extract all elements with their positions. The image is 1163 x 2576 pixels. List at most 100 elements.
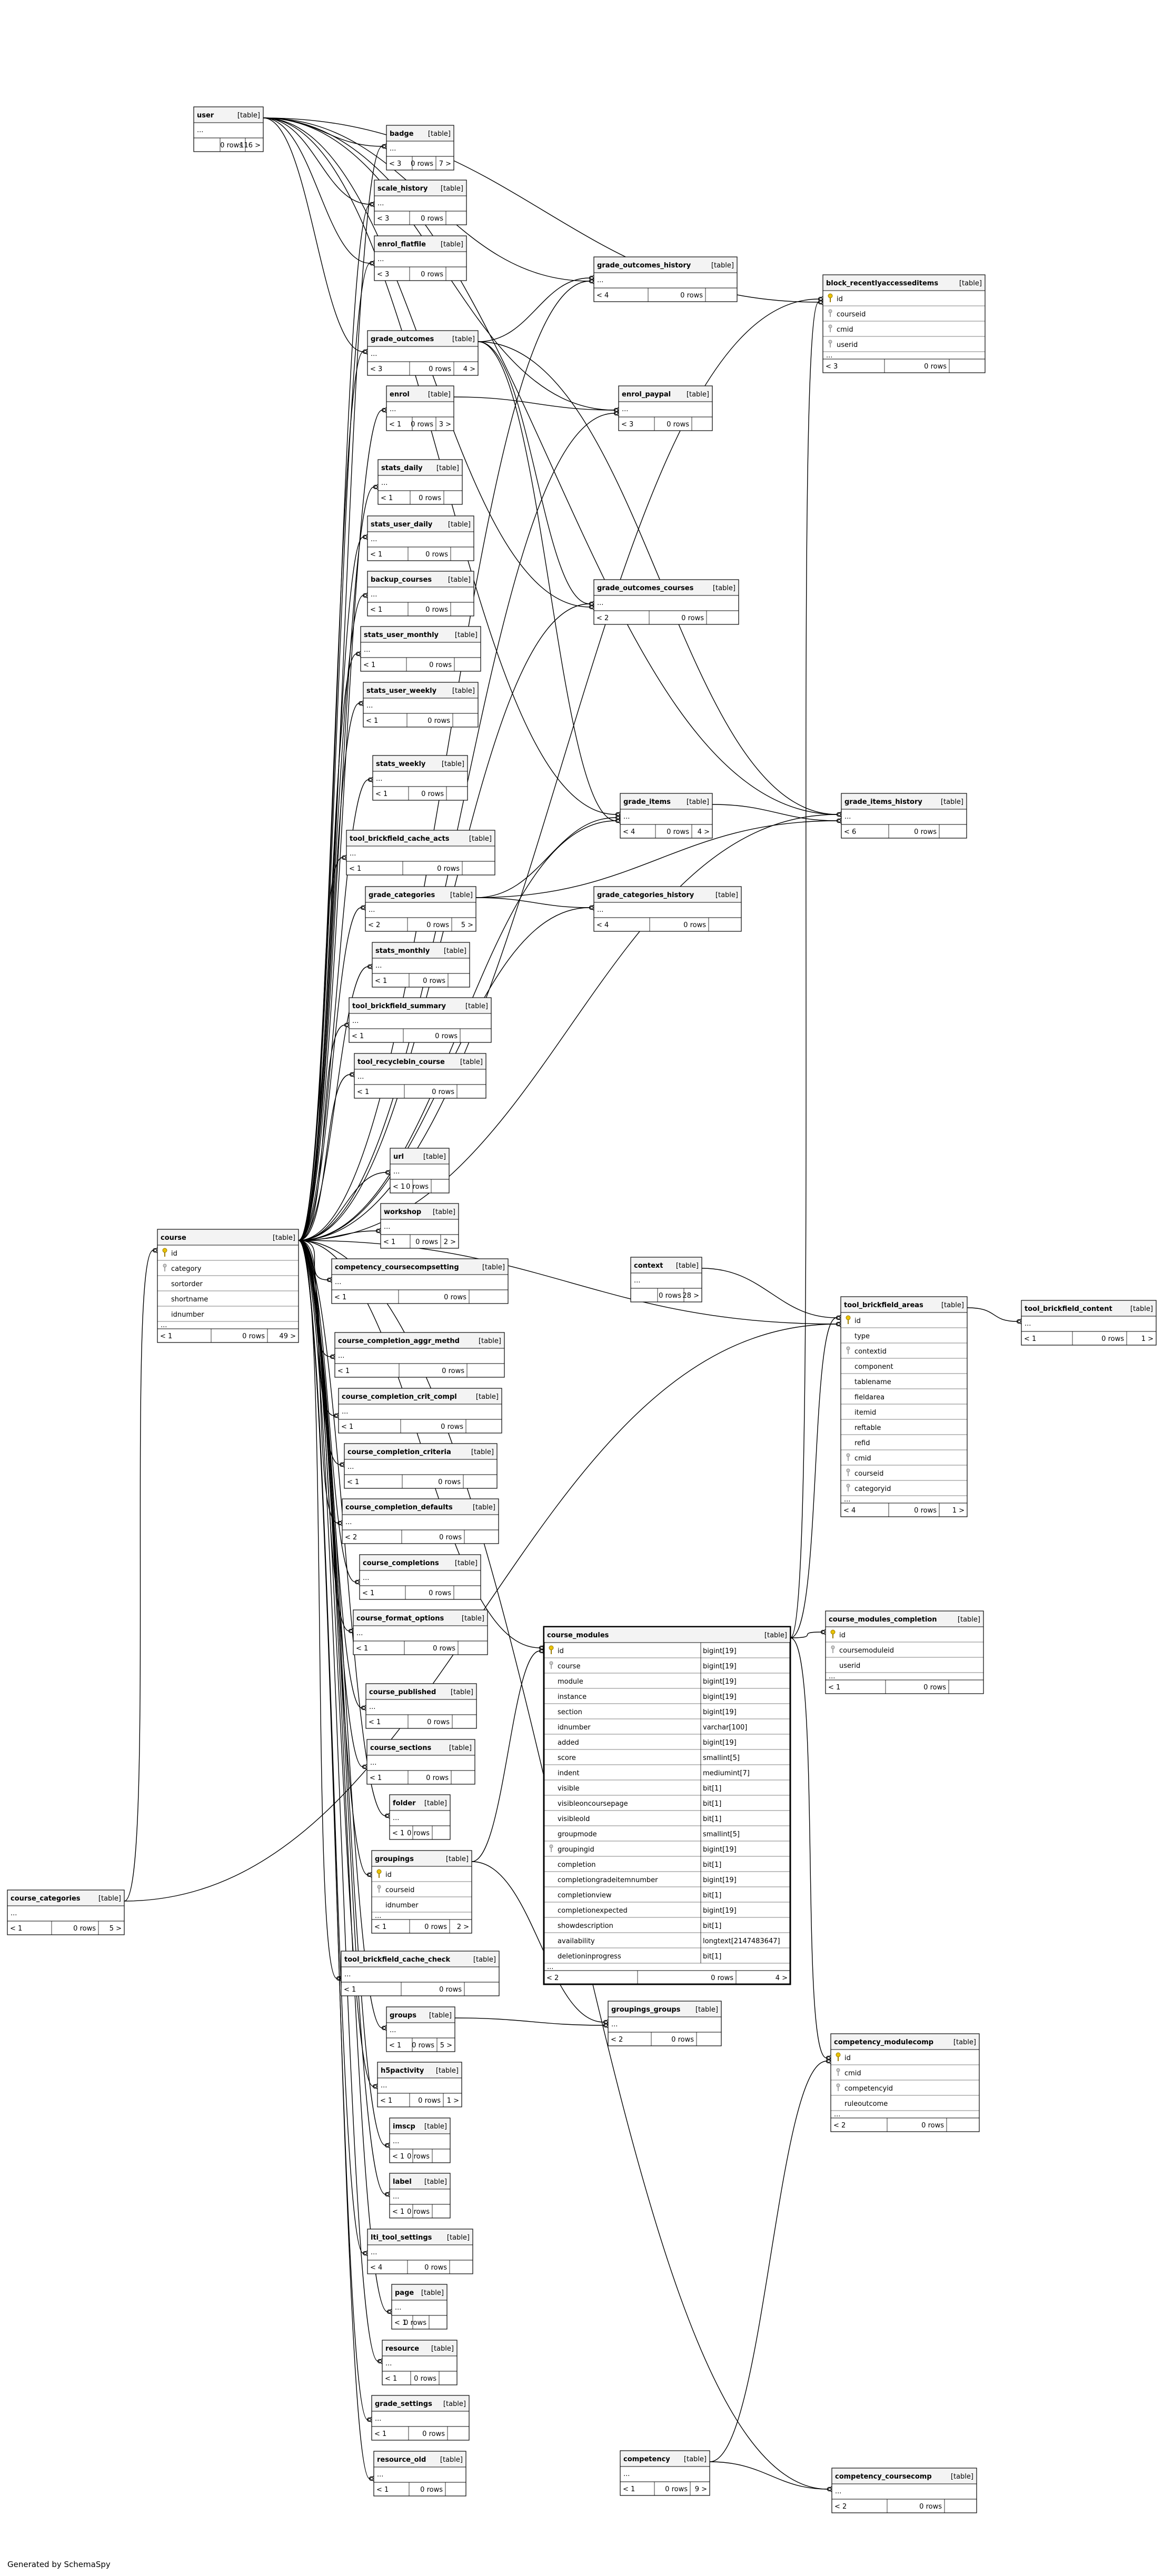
table-tool-brickfield-cache-check[interactable]: tool_brickfield_cache_check[table]...< 1…: [341, 1951, 500, 1996]
parents-count[interactable]: < 1: [10, 1925, 22, 1933]
parents-count[interactable]: < 4: [370, 2264, 382, 2272]
children-count[interactable]: 1 >: [1141, 1335, 1154, 1343]
children-count[interactable]: 4 >: [463, 365, 475, 373]
parents-count[interactable]: < 3: [377, 271, 389, 279]
parents-count[interactable]: < 1: [370, 551, 382, 559]
parents-count[interactable]: < 1: [370, 606, 382, 614]
parents-count[interactable]: < 1: [341, 1423, 353, 1431]
parents-count[interactable]: < 3: [826, 363, 838, 371]
table-competency-coursecompsetting[interactable]: competency_coursecompsetting[table]...< …: [331, 1258, 509, 1304]
children-count[interactable]: 1 >: [447, 2097, 459, 2105]
parents-count[interactable]: < 4: [597, 292, 609, 300]
parents-count[interactable]: < 1: [389, 421, 401, 429]
parents-count[interactable]: < 1: [389, 2042, 401, 2050]
table-block-recentlyaccesseditems[interactable]: block_recentlyaccesseditems[table]idcour…: [822, 274, 986, 373]
parents-count[interactable]: < 4: [597, 921, 609, 929]
parents-count[interactable]: < 1: [376, 2486, 389, 2494]
parents-count[interactable]: < 1: [375, 790, 387, 798]
parents-count[interactable]: < 1: [363, 661, 375, 669]
children-count[interactable]: 49 >: [279, 1332, 296, 1340]
children-count[interactable]: 4 >: [698, 828, 710, 836]
parents-count[interactable]: < 1: [374, 1923, 386, 1931]
parents-count[interactable]: < 3: [370, 365, 382, 373]
parents-count[interactable]: < 1: [160, 1332, 172, 1340]
parents-count[interactable]: < 1: [352, 1032, 364, 1040]
parents-count[interactable]: < 1: [375, 977, 387, 985]
parents-count[interactable]: < 1: [380, 2097, 392, 2105]
parents-count[interactable]: < 1: [349, 865, 361, 873]
parents-count[interactable]: < 1: [347, 1478, 359, 1486]
parents-count[interactable]: < 1: [369, 1718, 381, 1726]
parents-count[interactable]: < 1: [356, 1645, 368, 1653]
children-count[interactable]: 116 >: [240, 142, 261, 150]
children-count[interactable]: 7 >: [439, 160, 451, 168]
parents-count[interactable]: < 2: [368, 921, 380, 929]
parents-count[interactable]: < 1: [337, 1367, 350, 1375]
parents-count[interactable]: < 1: [381, 494, 393, 502]
parents-count[interactable]: < 2: [833, 2122, 846, 2130]
table-course-modules-completion[interactable]: course_modules_completion[table]idcourse…: [825, 1610, 984, 1694]
parents-count[interactable]: < 3: [389, 160, 401, 168]
children-count[interactable]: 5 >: [461, 921, 473, 929]
parents-count[interactable]: < 2: [597, 614, 609, 622]
parents-count[interactable]: < 1: [393, 1183, 405, 1191]
table-page[interactable]: page[table]...< 10 rows: [391, 2284, 448, 2330]
parents-count[interactable]: < 2: [834, 2503, 847, 2511]
parents-count[interactable]: < 3: [377, 215, 389, 223]
children-count[interactable]: 9 >: [695, 2485, 707, 2493]
children-count[interactable]: 3 >: [439, 421, 451, 429]
parents-count[interactable]: < 1: [357, 1088, 369, 1096]
parents-count[interactable]: < 2: [546, 1974, 559, 1982]
parents-count[interactable]: < 1: [623, 2485, 635, 2493]
parents-count[interactable]: < 1: [374, 2430, 386, 2438]
parents-count[interactable]: < 1: [392, 1829, 404, 1837]
children-count[interactable]: 2 >: [444, 1238, 456, 1246]
parents-count[interactable]: < 1: [828, 1684, 840, 1692]
parents-count[interactable]: < 4: [843, 1507, 856, 1515]
table-course-completion-aggr-methd[interactable]: course_completion_aggr_methd[table]...< …: [334, 1332, 505, 1378]
children-count[interactable]: 5 >: [440, 2042, 452, 2050]
table-course[interactable]: course[table]idcategorysortordershortnam…: [157, 1229, 299, 1343]
parents-count[interactable]: < 1: [362, 1589, 374, 1597]
parents-count[interactable]: < 2: [345, 1534, 357, 1541]
children-count[interactable]: 5 >: [110, 1925, 122, 1933]
parents-count[interactable]: < 1: [383, 1238, 395, 1246]
children-count[interactable]: 4 >: [776, 1974, 788, 1982]
parents-count[interactable]: < 2: [611, 2036, 623, 2044]
